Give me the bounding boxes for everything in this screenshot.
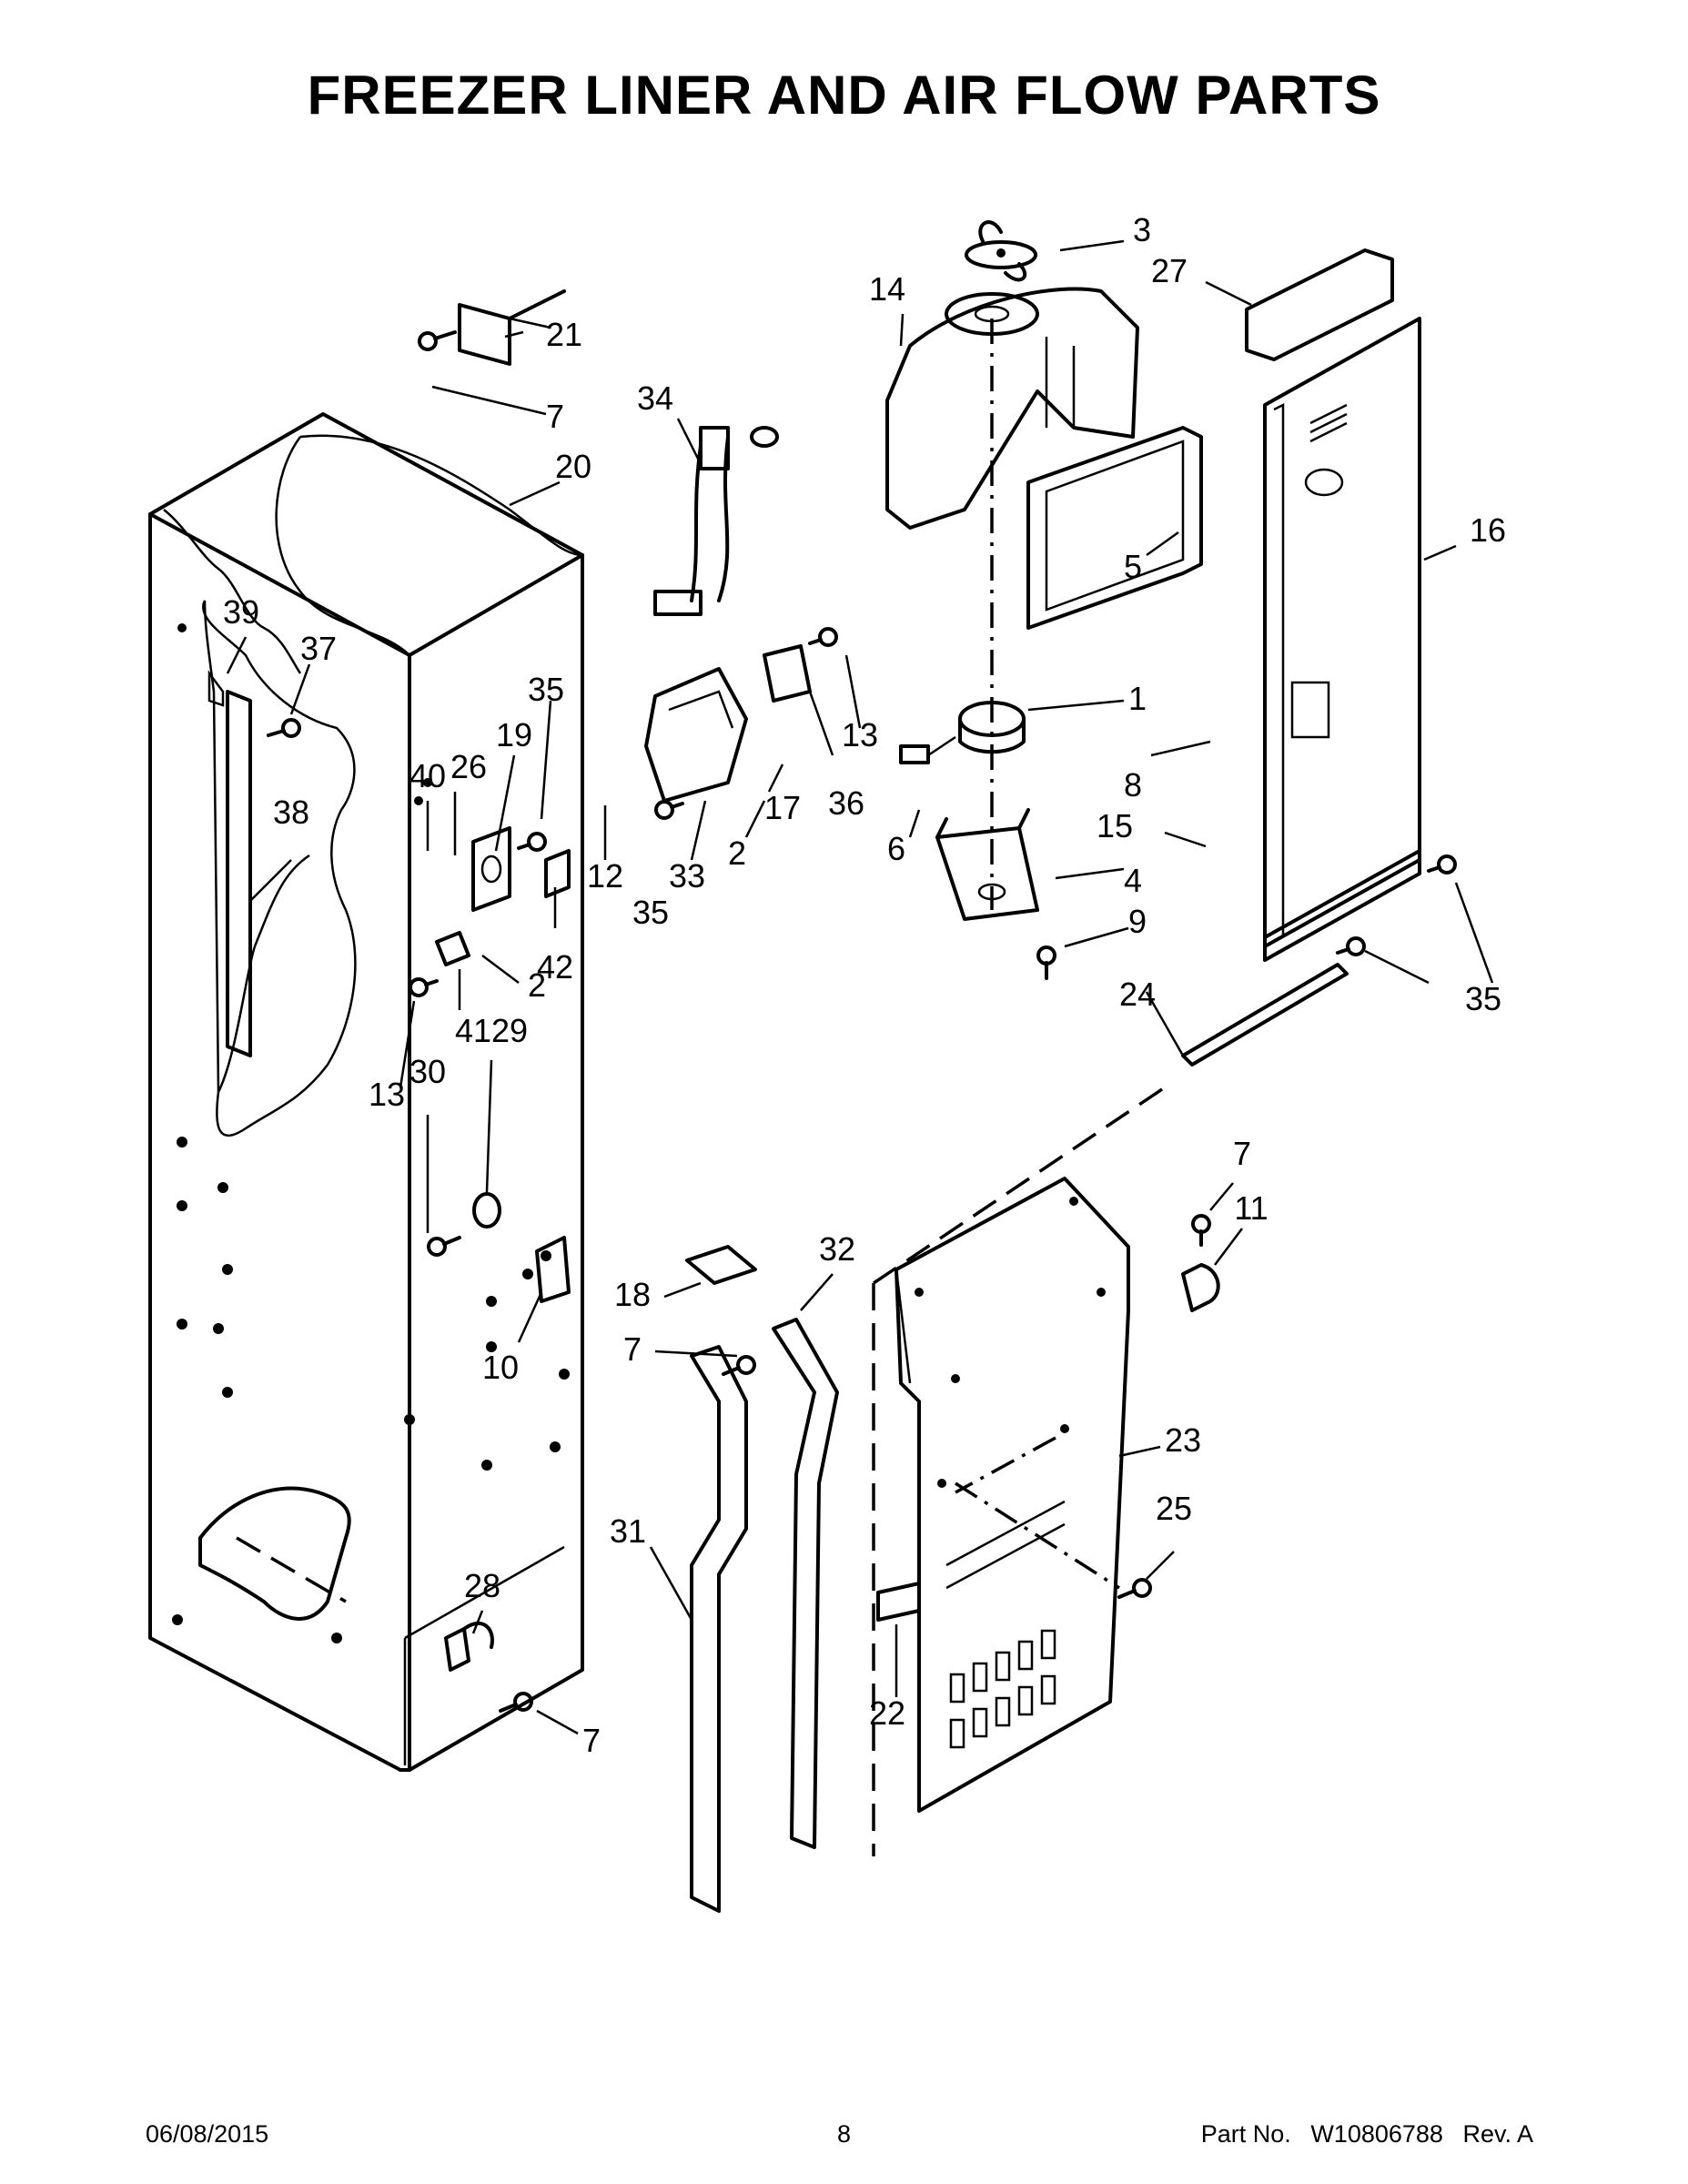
callout-5: 5 [1124,548,1142,585]
callout-15: 15 [1097,807,1133,844]
footer-page-number: 8 [836,2120,852,2148]
callout-11: 11 [1234,1189,1268,1227]
callout-2: 2 [728,834,746,872]
fan-blade [965,220,1037,282]
clip-28 [444,1622,494,1672]
shroud-gasket [1026,426,1203,630]
callout-17: 17 [764,789,801,826]
callout-14: 14 [869,270,905,308]
label-18 [685,1245,757,1285]
vent-slots [949,1629,1056,1749]
wire-harness-34 [653,426,779,616]
top-cover [1245,248,1394,361]
callout-10: 10 [482,1349,519,1386]
callout-35: 35 [528,671,564,708]
leader-lines [226,239,1494,1735]
callout-22: 22 [869,1694,905,1732]
evaporator-cover [895,1177,1130,1813]
callout-40: 40 [409,757,446,794]
control-board-36 [763,644,812,703]
light-socket-19 [471,826,511,912]
callout-4: 4 [1124,862,1142,899]
freezer-liner [148,412,584,1772]
callout-16: 16 [1470,511,1506,549]
callout-6: 6 [887,830,905,867]
callout-39: 39 [223,593,259,631]
callout-42: 42 [537,948,573,986]
callout-26: 26 [450,748,487,785]
callout-38: 38 [273,794,309,831]
channel-32 [772,1318,839,1849]
callout-3: 3 [1133,211,1151,248]
callout-37: 37 [300,630,337,667]
callout-13: 13 [369,1076,405,1113]
part-label: Part No. [1200,2120,1291,2148]
callout-7: 7 [1233,1135,1251,1172]
bimetal-10 [535,1236,571,1303]
liner-holes [172,623,570,1643]
callout-36: 36 [828,784,864,822]
callout-2: 2 [528,966,546,1004]
callout-41: 41 [455,1012,491,1049]
callout-8: 8 [1124,766,1142,804]
callout-19: 19 [496,716,532,753]
fan-motor [899,701,1026,764]
rail-24 [1181,963,1349,1067]
footer-part-number: Part No. W10806788 Rev. A [1201,2120,1533,2149]
footer-date: 06/08/2015 [146,2120,269,2148]
callout-9: 9 [1128,903,1147,940]
callout-20: 20 [555,448,591,485]
callout-32: 32 [819,1230,855,1268]
thermistor-board [644,667,748,803]
callout-12: 12 [587,857,623,895]
callout-33: 33 [669,857,705,895]
callout-7: 7 [623,1330,642,1368]
callout-35: 35 [632,894,669,931]
page-title: FREEZER LINER AND AIR FLOW PARTS [307,65,1381,126]
callout-23: 23 [1165,1421,1201,1459]
callout-13: 13 [842,716,878,753]
callout-18: 18 [614,1276,651,1313]
callout-25: 25 [1156,1490,1192,1527]
callout-35: 35 [1465,980,1501,1017]
callout-21: 21 [546,316,582,353]
callout-28: 28 [464,1567,500,1604]
motor-bracket [935,808,1039,921]
fan-shroud [885,287,1139,530]
bracket-21 [458,289,566,366]
callout-7: 7 [546,398,564,435]
callout-7: 7 [582,1722,601,1759]
label-22 [876,1582,921,1622]
callout-27: 27 [1151,252,1188,289]
callout-30: 30 [409,1053,446,1090]
rear-panel [1263,317,1421,962]
callout-24: 24 [1119,976,1156,1013]
switch-42 [544,849,571,898]
clamp-11 [1181,1263,1220,1312]
callout-29: 29 [491,1012,528,1049]
screws [267,330,1457,1713]
damper-29 [472,1192,501,1228]
callout-34: 34 [637,379,673,417]
callout-1: 1 [1128,680,1147,717]
channel-31 [690,1345,748,1913]
part-number: W10806788 [1310,2120,1443,2148]
sensor-41 [435,931,470,966]
revision: Rev. A [1462,2120,1533,2148]
callout-31: 31 [610,1512,646,1550]
